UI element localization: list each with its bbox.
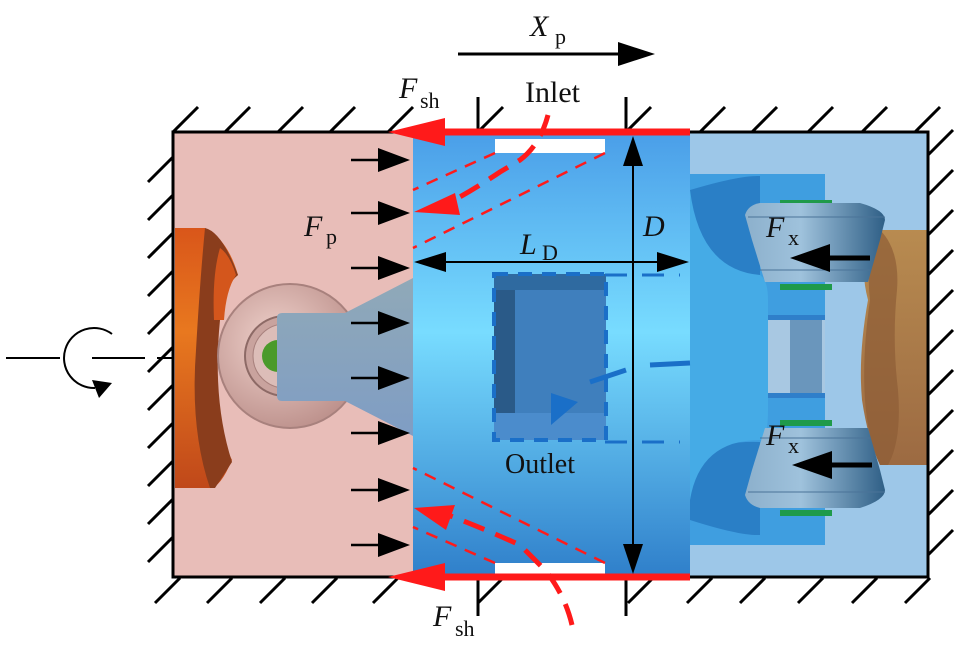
ground-hatch-top (171, 105, 942, 134)
hatch-line (223, 105, 252, 134)
hatch-line (926, 408, 955, 437)
hatch-line (926, 448, 955, 477)
inlet-label: Inlet (525, 76, 581, 109)
hatch-line (750, 105, 779, 134)
hatch-line (146, 421, 175, 450)
hatch-line (626, 576, 655, 605)
cam-force-label-bottom: F (765, 419, 785, 452)
ground-hatch-bottom (153, 576, 932, 605)
inlet-port-top (495, 139, 605, 153)
length-subscript: D (542, 240, 558, 265)
shear-force-arrow-bottom (388, 563, 690, 591)
hatch-line (806, 105, 835, 134)
hatch-line (913, 105, 942, 134)
right-cam (860, 230, 928, 465)
hatch-line (153, 576, 182, 605)
pressure-force-label: F (303, 210, 323, 243)
hatch-line (926, 248, 955, 277)
hatch-line (926, 208, 955, 237)
hatch-line (903, 576, 932, 605)
rotation-arrow-icon (6, 327, 173, 398)
pressure-arrow-head (378, 256, 410, 280)
cam-force-subscript-bottom: x (788, 433, 799, 458)
hatch-line (926, 528, 955, 557)
shear-force-subscript-top: sh (420, 88, 440, 113)
pressure-arrow-head (378, 201, 410, 225)
inlet-flow-arrow-bottom (414, 505, 575, 626)
hatch-line (685, 576, 714, 605)
cam-force-arrow-bottom (792, 451, 872, 479)
hatch-line (860, 105, 889, 134)
hatch-line (276, 105, 305, 134)
pressure-arrow-head (378, 421, 410, 445)
cam-force-arrow-top (790, 244, 870, 272)
hatch-line (926, 168, 955, 197)
hatch-line (258, 576, 287, 605)
cam-force-label-top: F (765, 211, 785, 244)
ground-hatch-left (146, 155, 175, 564)
inlet-flow-lines (412, 151, 606, 565)
outlet-label: Outlet (505, 449, 575, 480)
pressure-arrow-head (378, 311, 410, 335)
hatch-line (146, 231, 175, 260)
left-cam (175, 228, 238, 488)
hatch-line (146, 307, 175, 336)
diameter-dimension (623, 136, 643, 574)
hatch-line (371, 576, 400, 605)
hatch-line (624, 105, 653, 134)
shear-force-subscript-bottom: sh (455, 616, 475, 641)
shear-force-arrow-top (388, 118, 690, 146)
hatch-line (926, 488, 955, 517)
outlet-valve (492, 272, 608, 442)
roller-top (745, 200, 885, 290)
shear-force-label-top: F (398, 72, 418, 105)
hatch-line (926, 288, 955, 317)
pressure-arrow-head (378, 366, 410, 390)
hatch-line (796, 576, 825, 605)
pressure-force-subscript: p (326, 224, 337, 249)
hatch-line (146, 497, 175, 526)
hatch-line (926, 128, 955, 157)
hatch-line (476, 576, 505, 605)
ground-hatch-right (926, 128, 955, 557)
hatch-line (171, 105, 200, 134)
hatch-line (850, 576, 879, 605)
pressure-arrow-head (378, 533, 410, 557)
length-label: L (519, 228, 537, 261)
hatch-line (310, 576, 339, 605)
hatch-line (205, 576, 234, 605)
hatch-line (476, 105, 505, 134)
hatch-line (146, 155, 175, 184)
hatch-line (146, 535, 175, 564)
hatch-line (698, 105, 727, 134)
hatch-line (926, 328, 955, 357)
hatch-line (926, 368, 955, 397)
displacement-arrow (458, 42, 655, 66)
shear-force-label-bottom: F (432, 600, 452, 633)
displacement-label: X (529, 10, 550, 43)
displacement-subscript: p (555, 24, 566, 49)
length-dimension (414, 252, 689, 272)
hatch-line (146, 269, 175, 298)
hatch-line (146, 459, 175, 488)
hatch-line (146, 193, 175, 222)
hatch-line (328, 105, 357, 134)
pressure-arrow-head (378, 148, 410, 172)
hatch-line (386, 105, 415, 134)
pressure-force-arrows (351, 148, 410, 557)
diameter-label: D (642, 210, 665, 243)
hatch-line (146, 383, 175, 412)
hatch-line (146, 345, 175, 374)
cam-force-subscript-top: x (788, 225, 799, 250)
hatch-line (738, 576, 767, 605)
outlet-flow-arrow (551, 273, 691, 444)
pressure-arrow-head (378, 478, 410, 502)
